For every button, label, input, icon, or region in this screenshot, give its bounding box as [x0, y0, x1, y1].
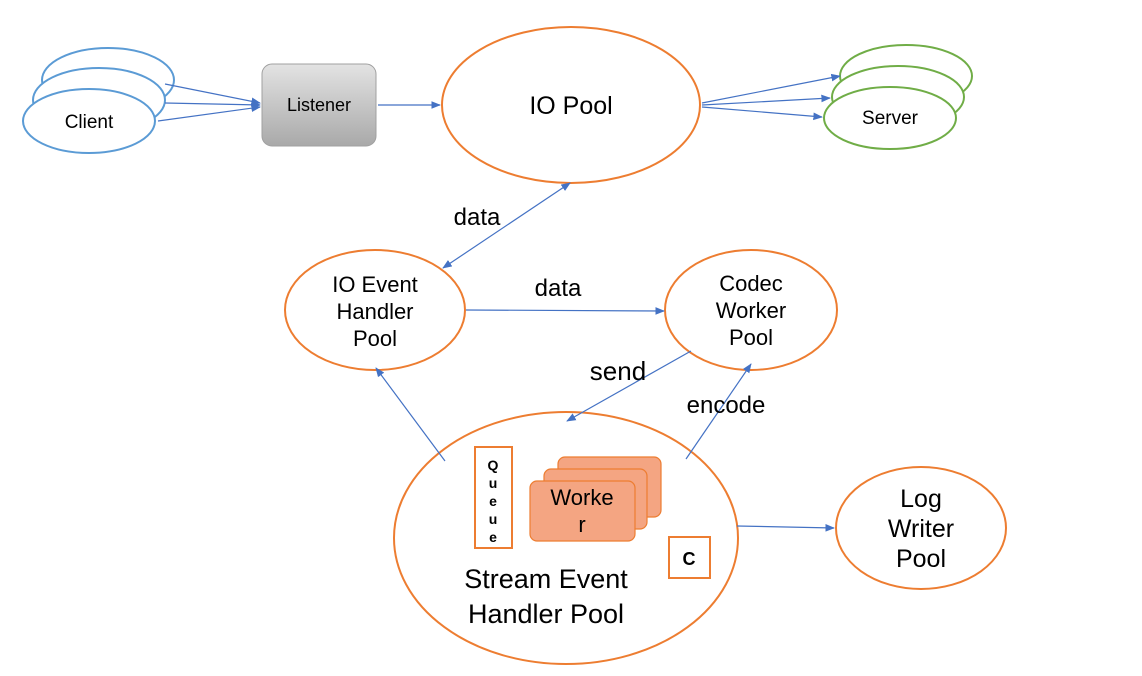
- io-pool-node: IO Pool: [441, 26, 701, 184]
- c-box-label: C: [683, 549, 696, 569]
- queue-letter: u: [489, 511, 498, 527]
- worker-stack: Worke r: [529, 456, 662, 542]
- log-writer-pool-node: Log Writer Pool: [835, 466, 1007, 590]
- codec-worker-line-3: Pool: [729, 325, 773, 350]
- queue-box: Q u e u e: [474, 446, 513, 549]
- queue-letter: u: [489, 475, 498, 491]
- queue-letter: Q: [488, 457, 499, 473]
- arrow-iopool-server: [701, 106, 823, 121]
- stream-event-line-1: Stream Event: [464, 564, 628, 594]
- io-event-handler-line-3: Pool: [353, 326, 397, 351]
- connector-arrows: [157, 73, 841, 532]
- arrow-ioevent-codec: [465, 307, 665, 315]
- arrow-client-listener: [164, 83, 261, 106]
- log-writer-line-3: Pool: [896, 545, 946, 573]
- arrow-codec-stream: [566, 350, 692, 422]
- worker-label-line-2: r: [578, 512, 585, 537]
- worker-label-line-1: Worke: [550, 485, 613, 510]
- io-event-handler-pool-node: IO Event Handler Pool: [284, 249, 466, 371]
- arrow-stream-ioevent: [375, 367, 446, 462]
- codec-worker-line-2: Worker: [716, 298, 787, 323]
- edge-label-data: data: [535, 275, 582, 302]
- listener-node: Listener: [261, 63, 377, 147]
- stream-event-line-2: Handler Pool: [468, 599, 624, 629]
- codec-worker-line-1: Codec: [719, 271, 783, 296]
- log-writer-line-1: Log: [900, 485, 942, 513]
- queue-letter: e: [489, 529, 497, 545]
- queue-letter: e: [489, 493, 497, 509]
- arrow-iopool-server: [701, 94, 831, 106]
- client-label: Client: [65, 112, 114, 133]
- arrow-stream-log: [736, 523, 835, 532]
- c-box: C: [668, 536, 711, 579]
- arrow-client-listener: [157, 104, 261, 122]
- io-pool-label: IO Pool: [529, 92, 612, 120]
- server-node: Server: [823, 44, 973, 150]
- log-writer-line-2: Writer: [888, 515, 954, 543]
- codec-worker-pool-node: Codec Worker Pool: [664, 249, 838, 371]
- edge-label-data: data: [454, 204, 501, 231]
- arrow-iopool-server: [701, 73, 841, 104]
- arrow-stream-codec: [685, 363, 752, 460]
- server-label: Server: [862, 108, 919, 129]
- edge-label-encode: encode: [687, 392, 766, 419]
- io-event-handler-line-2: Handler: [336, 299, 413, 324]
- edge-label-send: send: [590, 356, 646, 386]
- listener-label: Listener: [287, 95, 351, 115]
- client-node: Client: [22, 47, 175, 154]
- arrow-client-listener: [164, 100, 261, 109]
- arrow-iopool-ioevent: [442, 182, 571, 269]
- io-event-handler-line-1: IO Event: [332, 272, 418, 297]
